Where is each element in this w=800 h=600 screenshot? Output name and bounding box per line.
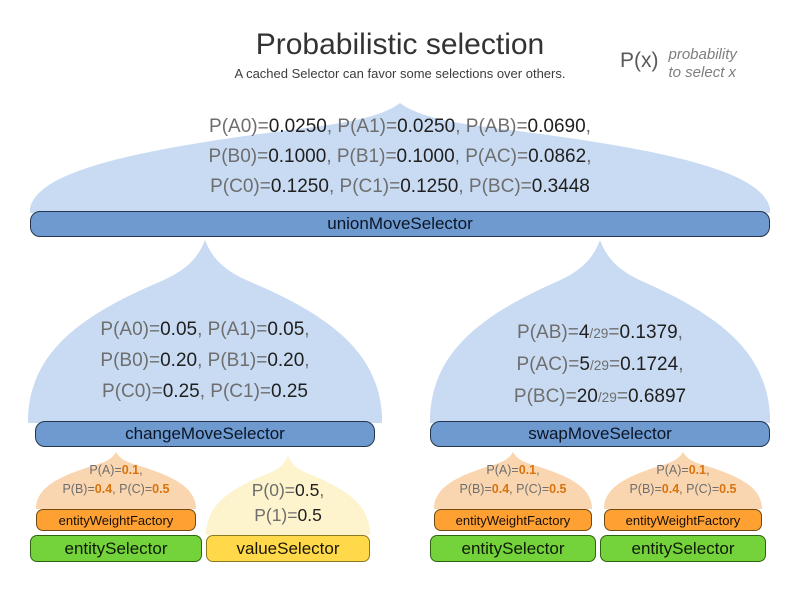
change-dome-shape	[28, 240, 382, 423]
entity-selector-bar-right-1: entitySelector	[430, 535, 596, 562]
entity-selector-bar-right-2: entitySelector	[600, 535, 766, 562]
entity-weight-probabilities-right-1: P(A)=0.1, P(B)=0.4, P(C)=0.5	[434, 461, 592, 499]
change-prob-line-1: P(A0)=0.05, P(A1)=0.05,	[100, 319, 310, 340]
union-probabilities: P(A0)=0.0250, P(A1)=0.0250, P(AB)=0.0690…	[30, 112, 770, 202]
legend-symbol: P(x)	[620, 49, 659, 72]
union-dome-shape	[30, 103, 770, 213]
swap-prob-line-1: P(AB)=4/29=0.1379,	[517, 322, 683, 343]
entity-selector-bar-left: entitySelector	[30, 535, 202, 562]
value-dome	[206, 456, 370, 535]
value-prob-line-2: P(1)=0.5	[254, 505, 322, 525]
legend-description-line1: probability	[668, 46, 737, 63]
entity-weight-dome-right-2-shape	[604, 452, 762, 509]
swap-dome-shape	[430, 240, 770, 423]
page-title: Probabilistic selection	[255, 28, 545, 61]
entity-weight-probabilities-right-2: P(A)=0.1, P(B)=0.4, P(C)=0.5	[604, 461, 762, 499]
swap-prob-line-3: P(BC)=20/29=0.6897	[513, 386, 687, 407]
entity-weight-dome-left	[36, 452, 196, 509]
value-probabilities: P(0)=0.5, P(1)=0.5	[206, 478, 370, 528]
entity-weight-factory-bar-right-2: entityWeightFactory	[604, 509, 762, 531]
change-prob-line-2: P(B0)=0.20, P(B1)=0.20,	[100, 350, 310, 371]
legend: P(x) probability to select x	[620, 46, 737, 82]
legend-description: probability to select x	[669, 46, 737, 82]
entity-weight-dome-right-2	[604, 452, 762, 509]
entity-weight-probabilities-left: P(A)=0.1, P(B)=0.4, P(C)=0.5	[36, 461, 196, 499]
change-probabilities: P(A0)=0.05, P(A1)=0.05, P(B0)=0.20, P(B1…	[28, 314, 382, 407]
value-prob-line-1: P(0)=0.5,	[251, 480, 325, 500]
entity-weight-prob-line-2: P(B)=0.4, P(C)=0.5	[629, 482, 737, 496]
swap-move-selector-bar: swapMoveSelector	[430, 421, 770, 447]
entity-weight-prob-line-1: P(A)=0.1,	[486, 463, 540, 477]
change-move-selector-bar: changeMoveSelector	[35, 421, 375, 447]
union-prob-line-2: P(B0)=0.1000, P(B1)=0.1000, P(AC)=0.0862…	[208, 146, 592, 167]
swap-dome	[430, 240, 770, 423]
value-selector-bar: valueSelector	[206, 535, 370, 562]
swap-probabilities: P(AB)=4/29=0.1379, P(AC)=5/29=0.1724, P(…	[430, 317, 770, 413]
entity-weight-factory-bar-right-1: entityWeightFactory	[434, 509, 592, 531]
union-prob-line-3: P(C0)=0.1250, P(C1)=0.1250, P(BC)=0.3448	[210, 176, 590, 197]
subtitle: A cached Selector can favor some selecti…	[234, 66, 566, 81]
entity-weight-prob-line-2: P(B)=0.4, P(C)=0.5	[62, 482, 170, 496]
change-prob-line-3: P(C0)=0.25, P(C1)=0.25	[102, 381, 308, 402]
entity-weight-prob-line-1: P(A)=0.1,	[89, 463, 143, 477]
entity-weight-prob-line-1: P(A)=0.1,	[656, 463, 710, 477]
union-prob-line-1: P(A0)=0.0250, P(A1)=0.0250, P(AB)=0.0690…	[209, 116, 591, 137]
union-move-selector-bar: unionMoveSelector	[30, 211, 770, 237]
union-dome	[30, 103, 770, 213]
legend-description-line2: to select x	[668, 64, 737, 81]
entity-weight-prob-line-2: P(B)=0.4, P(C)=0.5	[459, 482, 567, 496]
entity-weight-factory-bar-left: entityWeightFactory	[36, 509, 196, 531]
change-dome	[28, 240, 382, 423]
entity-weight-dome-right-1-shape	[434, 452, 592, 509]
entity-weight-dome-right-1	[434, 452, 592, 509]
entity-weight-dome-left-shape	[36, 452, 196, 509]
value-dome-shape	[206, 456, 370, 535]
swap-prob-line-2: P(AC)=5/29=0.1724,	[516, 354, 684, 375]
